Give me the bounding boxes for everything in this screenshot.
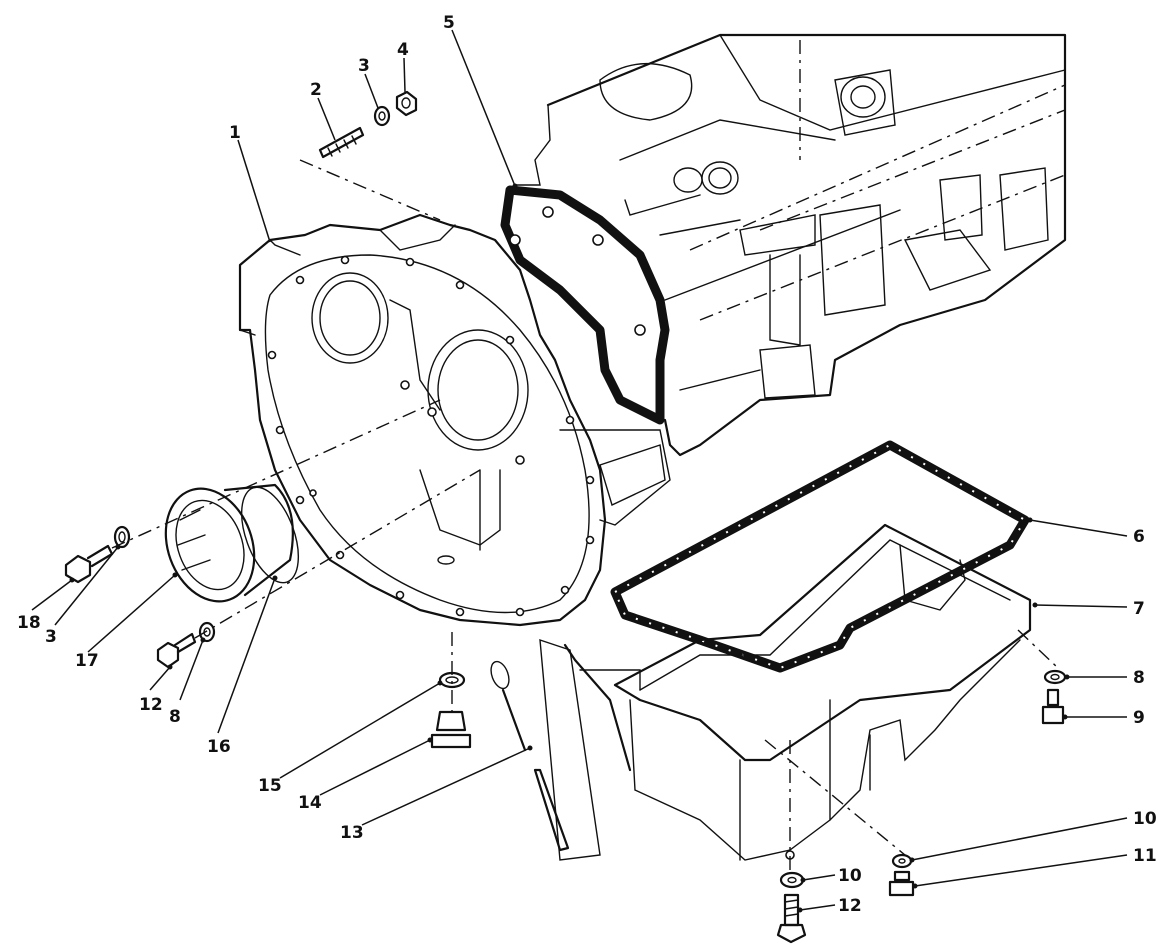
callout-15: 15 [258,776,282,796]
dipstick-guide-tube [563,643,641,772]
washer-10-bottom [779,871,805,889]
callout-labels: 1 2 3 4 5 6 7 8 9 10 11 10 12 13 14 15 1… [17,13,1157,916]
callout-13: 13 [340,823,364,843]
callout-12-bottom: 12 [838,896,862,916]
leader-lines [31,29,1128,913]
callout-8-left: 8 [169,707,181,727]
flywheel-housing [238,213,671,627]
washer-3-left [113,525,131,549]
oil-seal [164,487,256,603]
wear-sleeve [223,483,300,597]
bolt-12-left [156,632,197,669]
nut-top [395,90,418,117]
callout-4: 4 [397,40,409,60]
bolt-12-bottom [776,893,807,944]
dipstick [490,638,601,861]
callout-16: 16 [207,737,231,757]
callout-9: 9 [1133,708,1145,728]
callout-18: 18 [17,613,41,633]
callout-14: 14 [298,793,322,813]
oil-pan [613,523,1032,861]
callout-17: 17 [75,651,99,671]
callout-3-top: 3 [358,56,370,76]
callout-11: 11 [1133,846,1157,866]
lock-washer-top [373,105,391,127]
callout-3-left: 3 [45,627,57,647]
oil-pan-gasket [610,440,1030,673]
bolt-18 [64,544,114,584]
callout-2: 2 [310,80,322,100]
washer-10-right [891,853,913,869]
engine-block [514,33,1067,457]
drain-plug-washer-15 [438,671,466,689]
plug-11 [888,870,915,897]
callout-12-left: 12 [139,695,163,715]
drain-plug-14 [430,710,472,749]
callout-10-right: 10 [1133,809,1157,829]
callout-6: 6 [1133,527,1145,547]
callout-10-bottom: 10 [838,866,862,886]
callout-5: 5 [443,13,455,33]
stud [318,126,365,159]
rear-plate-gasket [500,185,670,425]
washer-8-right [1043,669,1067,685]
callout-1: 1 [229,123,241,143]
bolt-9 [1041,688,1065,725]
alignment-lines [111,159,1059,870]
callout-7: 7 [1133,599,1145,619]
callout-8-right: 8 [1133,668,1145,688]
